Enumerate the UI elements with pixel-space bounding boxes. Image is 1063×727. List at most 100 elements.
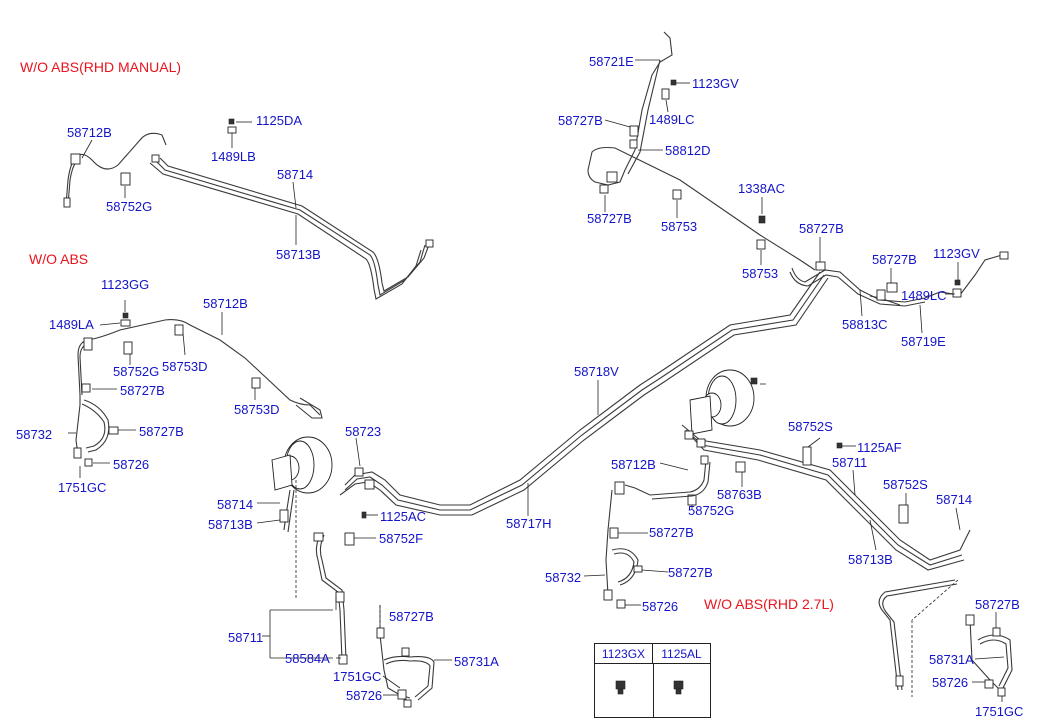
master-cylinder xyxy=(271,454,293,491)
pipe-nut xyxy=(684,430,694,440)
nut xyxy=(758,215,766,224)
part-label-58726: 58726 xyxy=(642,599,679,614)
part-label-58584A: 58584A xyxy=(285,651,330,666)
hose-clip xyxy=(83,337,93,351)
bracket xyxy=(633,565,643,573)
clip xyxy=(876,289,886,301)
clip xyxy=(629,139,638,149)
part-label-58752G: 58752G xyxy=(113,364,160,379)
part-label-58753: 58753 xyxy=(742,266,779,281)
part-label-58727B: 58727B xyxy=(120,383,165,398)
part-label-1489LB: 1489LB xyxy=(211,149,256,164)
part-label-58727B: 58727B xyxy=(668,565,713,580)
bracket xyxy=(81,383,91,393)
part-label-58727B: 58727B xyxy=(649,525,694,540)
bracket xyxy=(401,647,410,657)
pipe-nut xyxy=(895,675,904,687)
clip xyxy=(756,239,766,250)
part-label-58763B: 58763B xyxy=(717,487,762,502)
pipe-nut xyxy=(73,447,82,459)
pipe-nut xyxy=(603,589,613,601)
part-label-1751GC: 1751GC xyxy=(975,704,1024,719)
clip xyxy=(251,377,261,389)
clip xyxy=(802,446,812,466)
bracket xyxy=(609,527,619,539)
legend-col-1123GX: 1123GX xyxy=(595,644,653,664)
clip xyxy=(120,172,131,186)
part-label-58752G: 58752G xyxy=(688,503,735,518)
part-label-58712B: 58712B xyxy=(203,296,248,311)
part-label-58812D: 58812D xyxy=(665,143,711,158)
bracket xyxy=(952,288,962,298)
pipe-nut xyxy=(63,197,71,208)
clip xyxy=(344,532,355,546)
title-rhd-27l: W/O ABS(RHD 2.7L) xyxy=(704,596,834,612)
group-wo-abs xyxy=(68,271,829,708)
clip xyxy=(279,509,289,523)
group-rhd-27l xyxy=(583,369,1013,702)
part-label-58726: 58726 xyxy=(113,457,150,472)
part-label-58731A: 58731A xyxy=(929,652,974,667)
part-label-58711: 58711 xyxy=(228,630,264,645)
clip xyxy=(123,341,133,355)
part-label-58713B: 58713B xyxy=(208,517,253,532)
legend-bolt-drawings xyxy=(615,680,684,695)
part-label-1123GV: 1123GV xyxy=(692,76,739,91)
bracket xyxy=(661,88,670,100)
clip xyxy=(335,591,345,603)
part-label-58726: 58726 xyxy=(346,688,383,703)
part-label-58752G: 58752G xyxy=(106,199,153,214)
part-label-58727B: 58727B xyxy=(558,113,603,128)
part-label-58711: 58711 xyxy=(832,455,868,470)
clip xyxy=(174,324,184,336)
part-label-58727B: 58727B xyxy=(587,211,632,226)
bracket xyxy=(120,319,131,327)
part-label-58732: 58732 xyxy=(545,570,582,585)
pipe-nut xyxy=(700,455,709,465)
pipe-nut xyxy=(151,154,160,163)
part-label-58717H: 58717H xyxy=(506,516,552,531)
part-label-58714: 58714 xyxy=(936,492,973,507)
clip xyxy=(354,467,364,477)
part-label-58714: 58714 xyxy=(277,167,314,182)
pipe-nut xyxy=(425,239,434,248)
bracket xyxy=(376,627,385,639)
legend-col-1125AL: 1125AL xyxy=(653,644,710,664)
part-label-58753: 58753 xyxy=(661,219,698,234)
bolt xyxy=(670,79,677,86)
bracket xyxy=(965,614,975,626)
bracket xyxy=(886,282,898,293)
bolt xyxy=(84,458,93,467)
part-label-58721E: 58721E xyxy=(589,54,634,69)
bolt xyxy=(397,689,407,700)
clip xyxy=(364,479,375,490)
clip xyxy=(672,189,682,200)
part-label-58713B: 58713B xyxy=(276,247,321,262)
part-label-1123GG: 1123GG xyxy=(101,277,150,292)
clip xyxy=(606,171,618,183)
hose-clip xyxy=(614,481,625,495)
fastener-legend-table: 1123GX 1125AL xyxy=(594,643,711,718)
part-label-58723: 58723 xyxy=(345,424,382,439)
bolt xyxy=(836,442,843,449)
master-cylinder xyxy=(689,395,713,435)
part-label-58727B: 58727B xyxy=(975,597,1020,612)
part-label-58713B: 58713B xyxy=(848,552,893,567)
part-label-58712B: 58712B xyxy=(67,125,112,140)
part-label-58726: 58726 xyxy=(932,675,969,690)
part-label-58753D: 58753D xyxy=(234,402,280,417)
pipe-nut xyxy=(696,438,706,448)
part-label-58727B: 58727B xyxy=(872,252,917,267)
part-label-1489LA: 1489LA xyxy=(49,317,94,332)
part-label-58731A: 58731A xyxy=(454,654,499,669)
pipe-nut xyxy=(999,251,1009,260)
clip xyxy=(629,125,639,137)
part-label-1125DA: 1125DA xyxy=(256,113,303,128)
part-label-58718V: 58718V xyxy=(574,364,619,379)
part-label-1751GC: 1751GC xyxy=(58,480,107,495)
group-rhd-manual xyxy=(63,118,434,300)
pipe-nut xyxy=(997,687,1006,697)
bolt xyxy=(228,118,235,125)
